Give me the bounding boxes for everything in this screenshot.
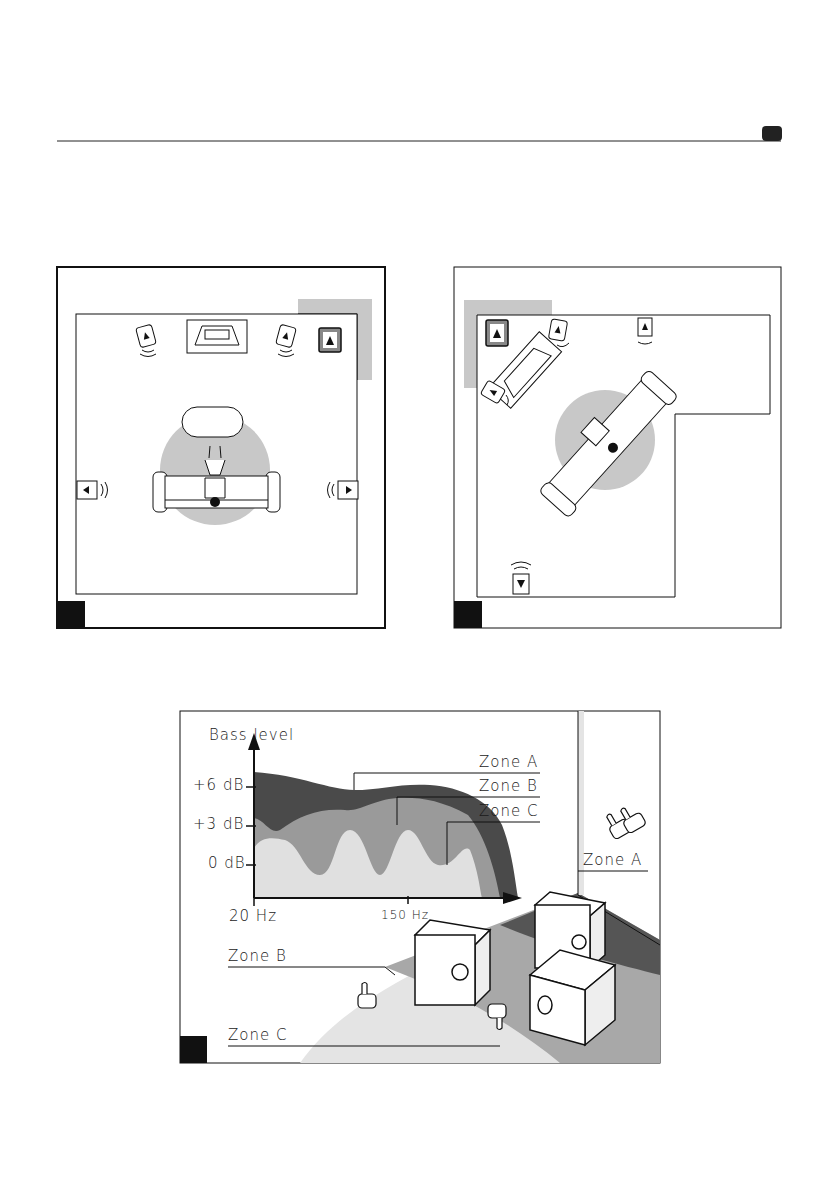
bass-zone-chart	[180, 711, 660, 1063]
zone-label: Zone A	[479, 754, 538, 771]
zone-label: Zone C	[479, 803, 538, 820]
tick-label: +6 dB	[193, 777, 244, 794]
tick-label: 20 Hz	[229, 908, 277, 925]
tick-label: +3 dB	[193, 816, 244, 833]
room-layout-1	[57, 267, 385, 628]
zone-label: Zone B	[479, 778, 538, 795]
room-layout-2	[454, 267, 781, 628]
zone-label: Zone A	[583, 852, 642, 869]
tick-label: 150 Hz	[381, 909, 429, 922]
zone-label: Zone B	[228, 948, 287, 965]
zone-label: Zone C	[228, 1027, 287, 1044]
axis-title: Bass level	[209, 727, 294, 744]
tick-label: 0 dB	[208, 855, 246, 872]
